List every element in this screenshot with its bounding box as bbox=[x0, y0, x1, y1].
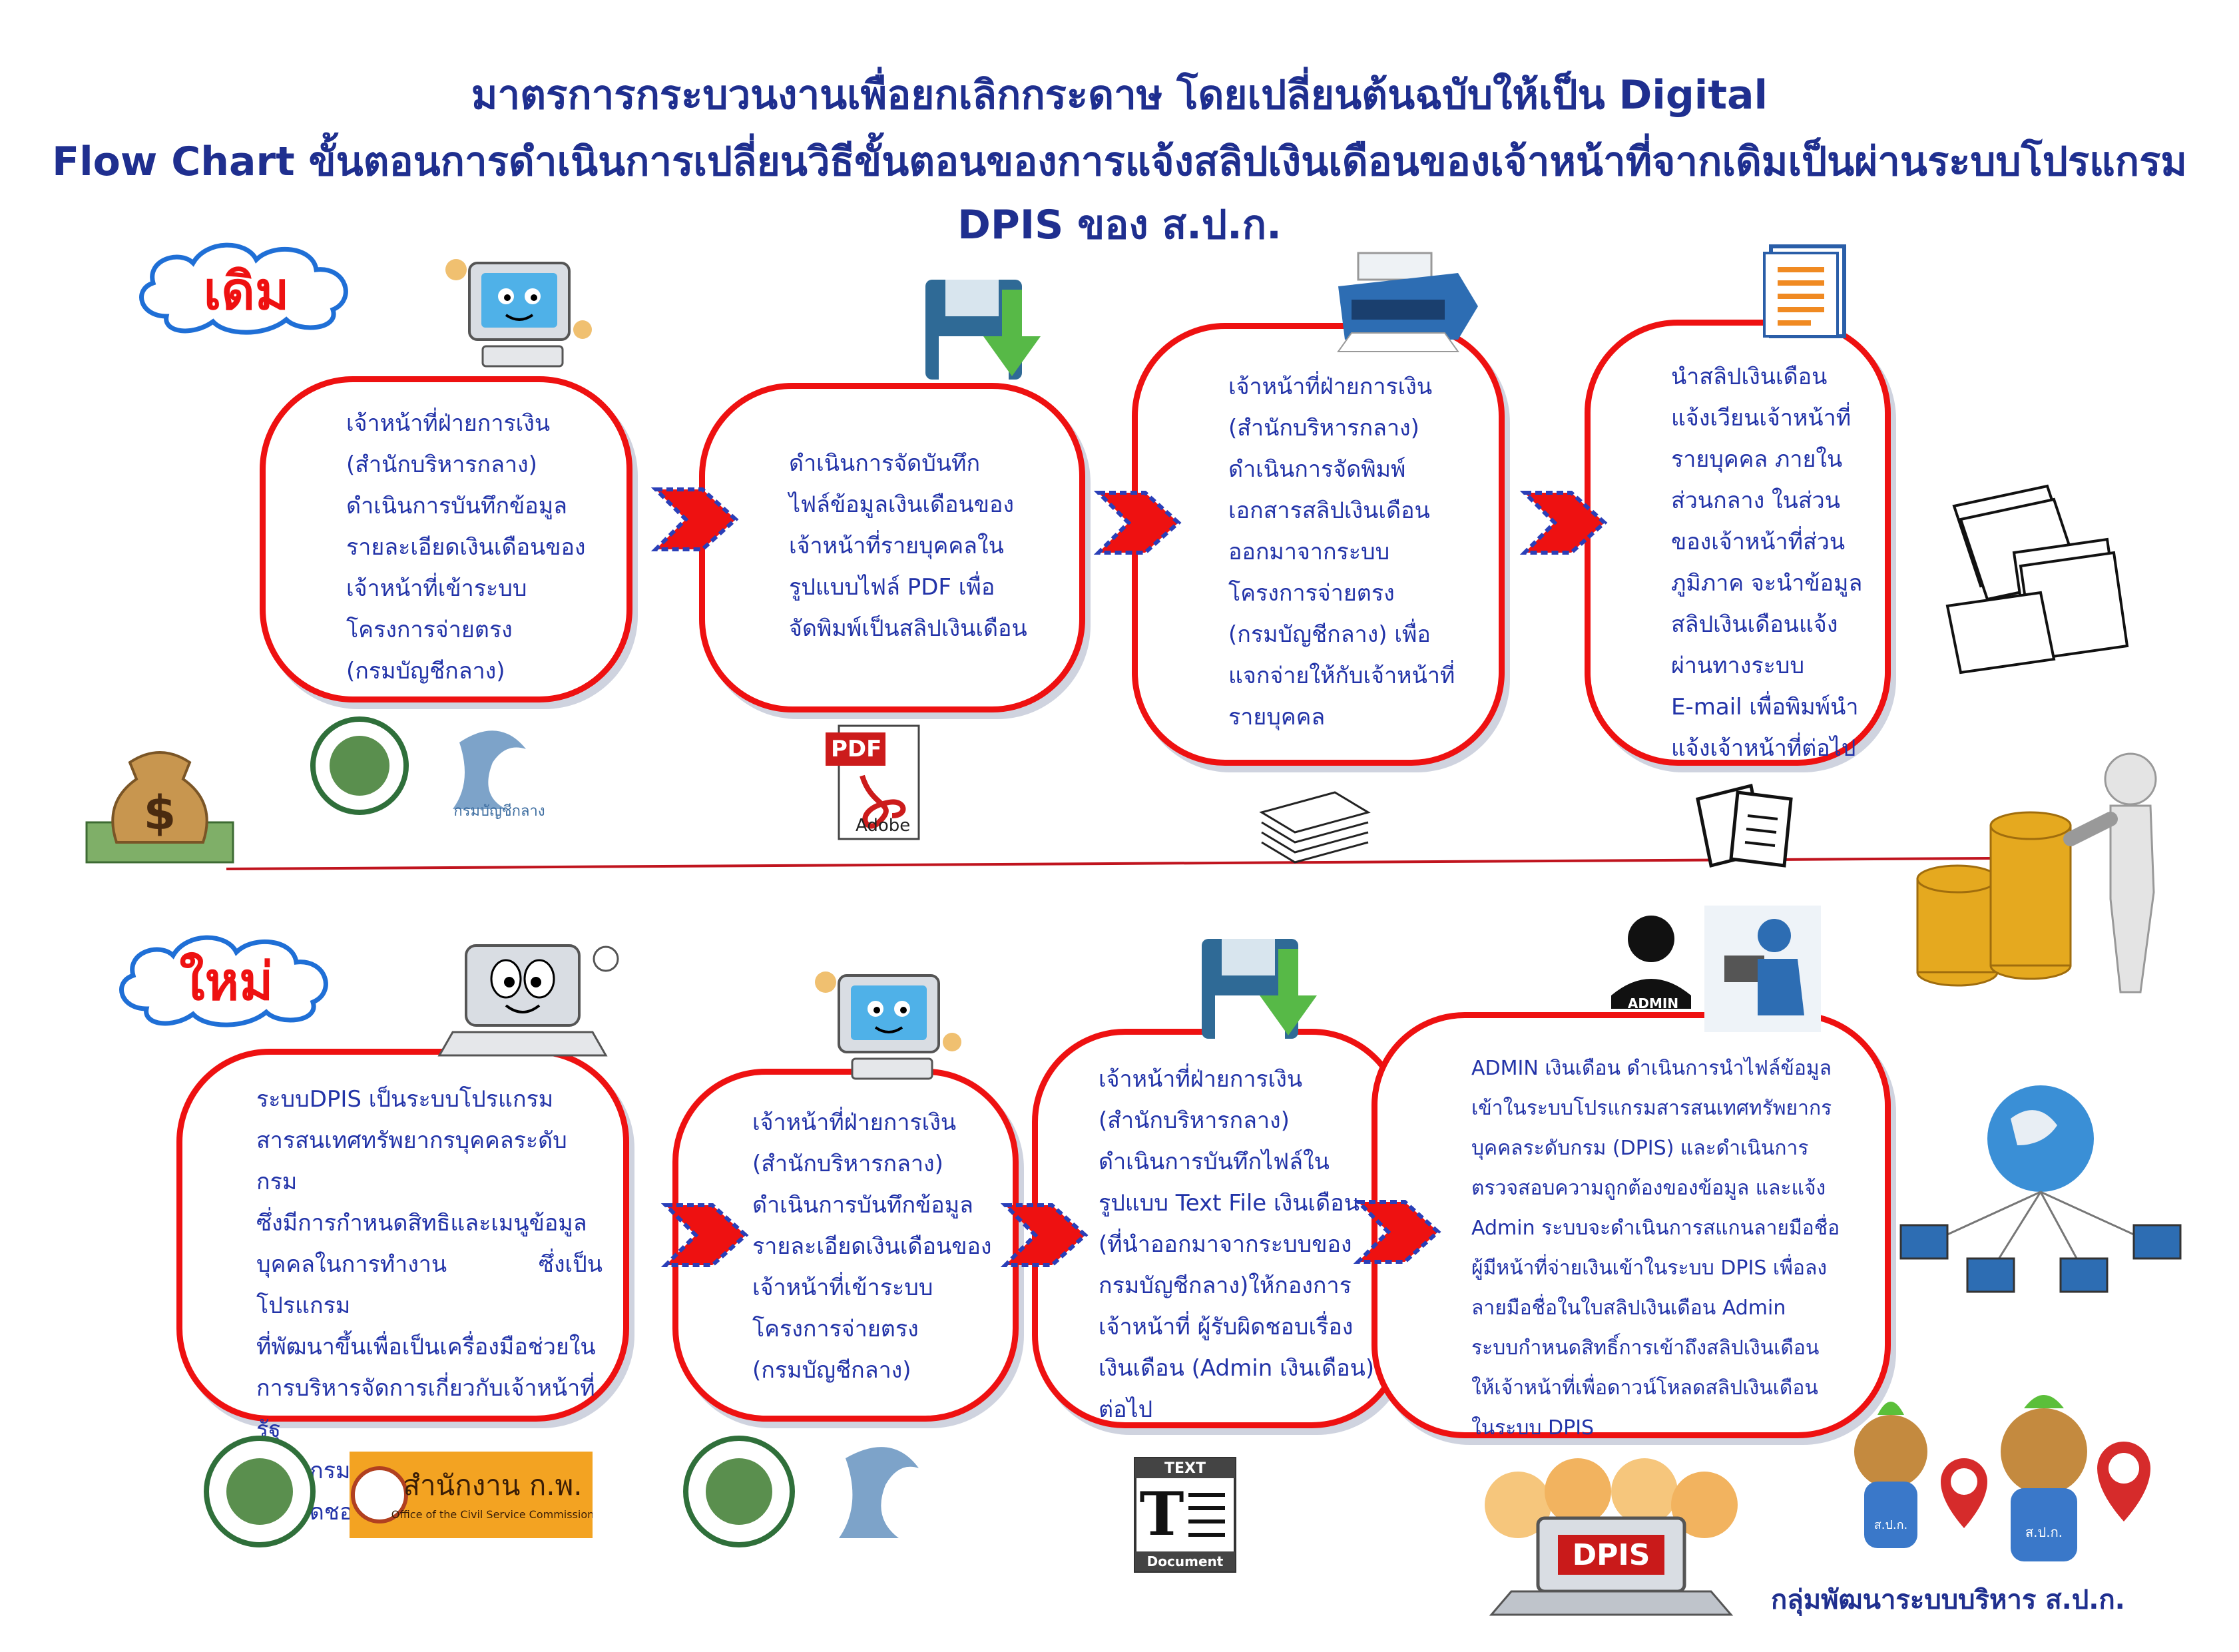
money-bag-icon: $ bbox=[85, 751, 234, 864]
ocsc-logo-en: Office of the Civil Service Commission bbox=[391, 1508, 593, 1521]
svg-text:$: $ bbox=[144, 786, 176, 840]
text-doc-bottom: Document bbox=[1146, 1553, 1224, 1569]
arrow-old-3 bbox=[1519, 491, 1608, 555]
adobe-label: Adobe bbox=[856, 816, 911, 836]
new-step-4-text: ADMIN เงินเดือน ดำเนินการนำไฟล์ข้อมูล เข… bbox=[1471, 1057, 1840, 1440]
cgd-logo-text: กรมบัญชีกลาง bbox=[453, 803, 545, 819]
cloud-label-old bbox=[139, 242, 348, 335]
old-step-4-text: นำสลิปเงินเดือน แจ้งเวียนเจ้าหน้าที่ ราย… bbox=[1671, 364, 1863, 762]
network-icon bbox=[1899, 1085, 2182, 1293]
pdf-icon: PDF Adobe bbox=[826, 722, 932, 842]
save-icon bbox=[925, 280, 1041, 380]
paper-pile-icon bbox=[1259, 791, 1371, 864]
old-step-2 bbox=[699, 383, 1085, 712]
label-new: ใหม่ bbox=[179, 952, 274, 1012]
admin-label: ADMIN bbox=[1627, 995, 1679, 1011]
old-step-3-text: เจ้าหน้าที่ฝ่ายการเงิน (สำนักบริหารกลาง)… bbox=[1228, 374, 1455, 730]
old-step-1 bbox=[260, 376, 632, 702]
new-step-1 bbox=[176, 1049, 629, 1422]
svg-text:T: T bbox=[1140, 1479, 1184, 1549]
text-doc-top: TEXT bbox=[1164, 1460, 1206, 1477]
new-step-3-text: เจ้าหน้าที่ฝ่ายการเงิน (สำนักบริหารกลาง)… bbox=[1099, 1066, 1375, 1423]
printer-icon bbox=[1337, 252, 1478, 352]
computer-mascot-icon bbox=[445, 259, 592, 368]
arrow-old-1 bbox=[650, 487, 739, 551]
save-icon-2 bbox=[1202, 939, 1317, 1039]
arrow-new-1 bbox=[660, 1203, 749, 1267]
dpis-label: DPIS bbox=[1572, 1538, 1650, 1572]
arrow-old-2 bbox=[1093, 491, 1182, 555]
old-step-2-text: ดำเนินการจัดบันทึก ไฟล์ข้อมูลเงินเดือนขอ… bbox=[789, 450, 1027, 642]
label-old: เดิม bbox=[203, 262, 290, 322]
old-step-1-text: เจ้าหน้าที่ฝ่ายการเงิน (สำนักบริหารกลาง)… bbox=[346, 410, 586, 685]
new-step-2-text: เจ้าหน้าที่ฝ่ายการเงิน (สำนักบริหารกลาง)… bbox=[752, 1109, 992, 1384]
new-step-4 bbox=[1371, 1012, 1891, 1438]
old-step-4 bbox=[1585, 320, 1891, 766]
ocsc-logo-th: สำนักงาน ก.พ. bbox=[403, 1469, 582, 1502]
laptop-mascot-icon bbox=[437, 944, 619, 1057]
new-step-2 bbox=[672, 1069, 1019, 1422]
arrow-new-3 bbox=[1353, 1200, 1441, 1264]
coins-person-icon bbox=[1916, 752, 2157, 993]
admin-icon: ADMIN bbox=[1605, 902, 1824, 1035]
paper-stack-icon bbox=[1945, 484, 2129, 675]
footer-text: กลุ่มพัฒนาระบบบริหาร ส.ป.ก. bbox=[1771, 1585, 2125, 1615]
papers-icon bbox=[1696, 783, 1793, 868]
page-subtitle: Flow Chart ขั้นตอนการดำเนินการเปลี่ยนวิธ… bbox=[52, 138, 2187, 248]
mascot-label-right: ส.ป.ก. bbox=[2025, 1524, 2063, 1540]
dpis-kids-icon: DPIS bbox=[1471, 1458, 1751, 1618]
text-document-icon: T TEXT Document bbox=[1132, 1455, 1238, 1575]
document-icon bbox=[1763, 244, 1846, 338]
mascot-label-left: ส.ป.ก. bbox=[1873, 1518, 1908, 1532]
pdf-label: PDF bbox=[831, 736, 882, 762]
mascot-icon: ส.ป.ก. ส.ป.ก. bbox=[1824, 1388, 2157, 1568]
computer-mascot-icon-2 bbox=[815, 971, 961, 1080]
cloud-label-new bbox=[119, 935, 328, 1027]
seal-ocsc-logos-icon: สำนักงาน ก.พ. Office of the Civil Servic… bbox=[204, 1436, 593, 1547]
seal-logos-icon: กรมบัญชีกลาง bbox=[310, 716, 545, 819]
page-title: มาตรการกระบวนงานเพื่อยกเลิกกระดาษ โดยเปล… bbox=[471, 72, 1768, 119]
arrow-new-2 bbox=[1000, 1203, 1089, 1267]
seal-cgd-logos-icon bbox=[683, 1436, 919, 1547]
divider-line bbox=[226, 857, 1991, 870]
